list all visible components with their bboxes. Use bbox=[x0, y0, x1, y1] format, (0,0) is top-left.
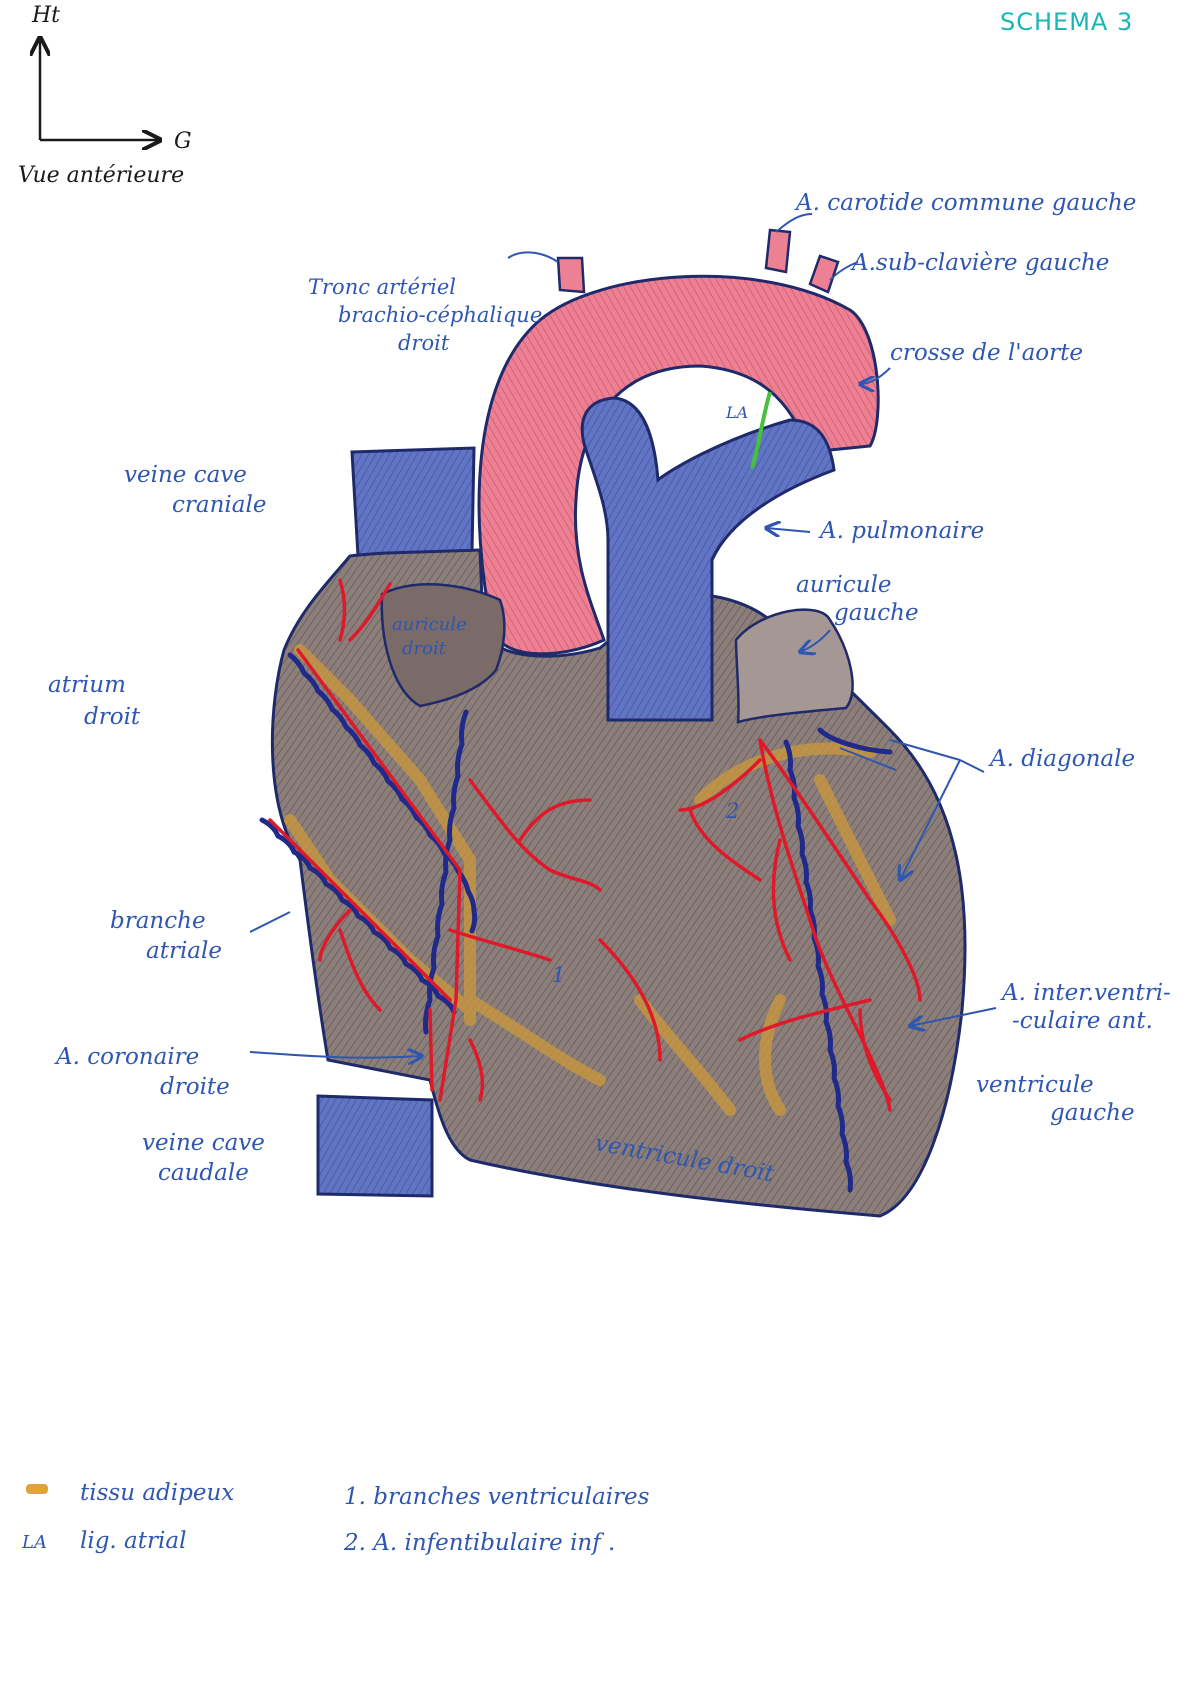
legend-item-la: lig. atrial bbox=[80, 1528, 186, 1554]
label-veine-cave-cran-2: craniale bbox=[172, 492, 266, 518]
arch-branches bbox=[556, 228, 840, 294]
orientation-axes: Ht G Vue antérieure bbox=[18, 3, 192, 188]
pulmonary-trunk bbox=[580, 396, 836, 722]
label-tronc-2: brachio-céphalique bbox=[338, 303, 542, 327]
label-auricule-d-2: droit bbox=[402, 638, 447, 659]
label-atrium-2: droit bbox=[84, 704, 141, 730]
label-la: LA bbox=[725, 403, 748, 422]
label-auricule-d-1: auricule bbox=[392, 614, 467, 635]
label-auricule-g-1: auricule bbox=[796, 572, 892, 598]
label-veine-cave-cran-1: veine cave bbox=[124, 462, 247, 488]
legend-key-la: LA bbox=[21, 1532, 47, 1553]
label-diagonale: A. diagonale bbox=[988, 746, 1135, 772]
label-crosse: crosse de l'aorte bbox=[890, 340, 1083, 366]
view-label: Vue antérieure bbox=[18, 163, 184, 188]
label-veine-cave-caud-2: caudale bbox=[158, 1160, 249, 1186]
arteries bbox=[268, 578, 922, 1112]
label-tronc-3: droit bbox=[398, 331, 450, 355]
right-auricle bbox=[380, 583, 506, 708]
atrial-ligament bbox=[750, 391, 772, 469]
label-interventri-2: -culaire ant. bbox=[1012, 1008, 1153, 1034]
legend-item-1: 1. branches ventriculaires bbox=[344, 1484, 650, 1510]
label-tronc-1: Tronc artériel bbox=[308, 275, 456, 299]
label-num-1: 1 bbox=[552, 963, 565, 987]
label-num-2: 2 bbox=[725, 799, 739, 823]
label-ventricule-g-1: ventricule bbox=[976, 1072, 1094, 1098]
legend-item-2: 2. A. infentibulaire inf . bbox=[343, 1530, 615, 1556]
label-ventricule-g-2: gauche bbox=[1050, 1100, 1135, 1126]
label-auricule-g-2: gauche bbox=[834, 600, 919, 626]
axis-left-label: G bbox=[174, 129, 192, 154]
legend: tissu adipeux LA lig. atrial 1. branches… bbox=[21, 1480, 650, 1556]
leaders bbox=[249, 213, 997, 1058]
label-branche-1: branche bbox=[110, 908, 206, 934]
cranial-vena-cava bbox=[350, 446, 476, 558]
label-coronaire-2: droite bbox=[160, 1074, 230, 1100]
legend-item-fat: tissu adipeux bbox=[80, 1480, 234, 1506]
caudal-vena-cava bbox=[316, 1094, 434, 1198]
label-branche-2: atriale bbox=[146, 938, 222, 964]
label-coronaire-1: A. coronaire bbox=[54, 1044, 199, 1070]
label-interventri-1: A. inter.ventri- bbox=[1000, 980, 1171, 1006]
label-pulmonaire: A. pulmonaire bbox=[818, 518, 984, 544]
schema-title: SCHEMA 3 bbox=[1000, 8, 1133, 36]
label-carotide: A. carotide commune gauche bbox=[794, 190, 1136, 216]
axis-up-label: Ht bbox=[31, 3, 60, 28]
label-atrium-1: atrium bbox=[48, 672, 126, 698]
legend-fat-swatch bbox=[26, 1484, 48, 1494]
label-subclaviere: A.sub-clavière gauche bbox=[850, 250, 1109, 276]
left-auricle bbox=[734, 608, 854, 724]
veins bbox=[259, 652, 893, 1193]
label-veine-cave-caud-1: veine cave bbox=[142, 1130, 265, 1156]
